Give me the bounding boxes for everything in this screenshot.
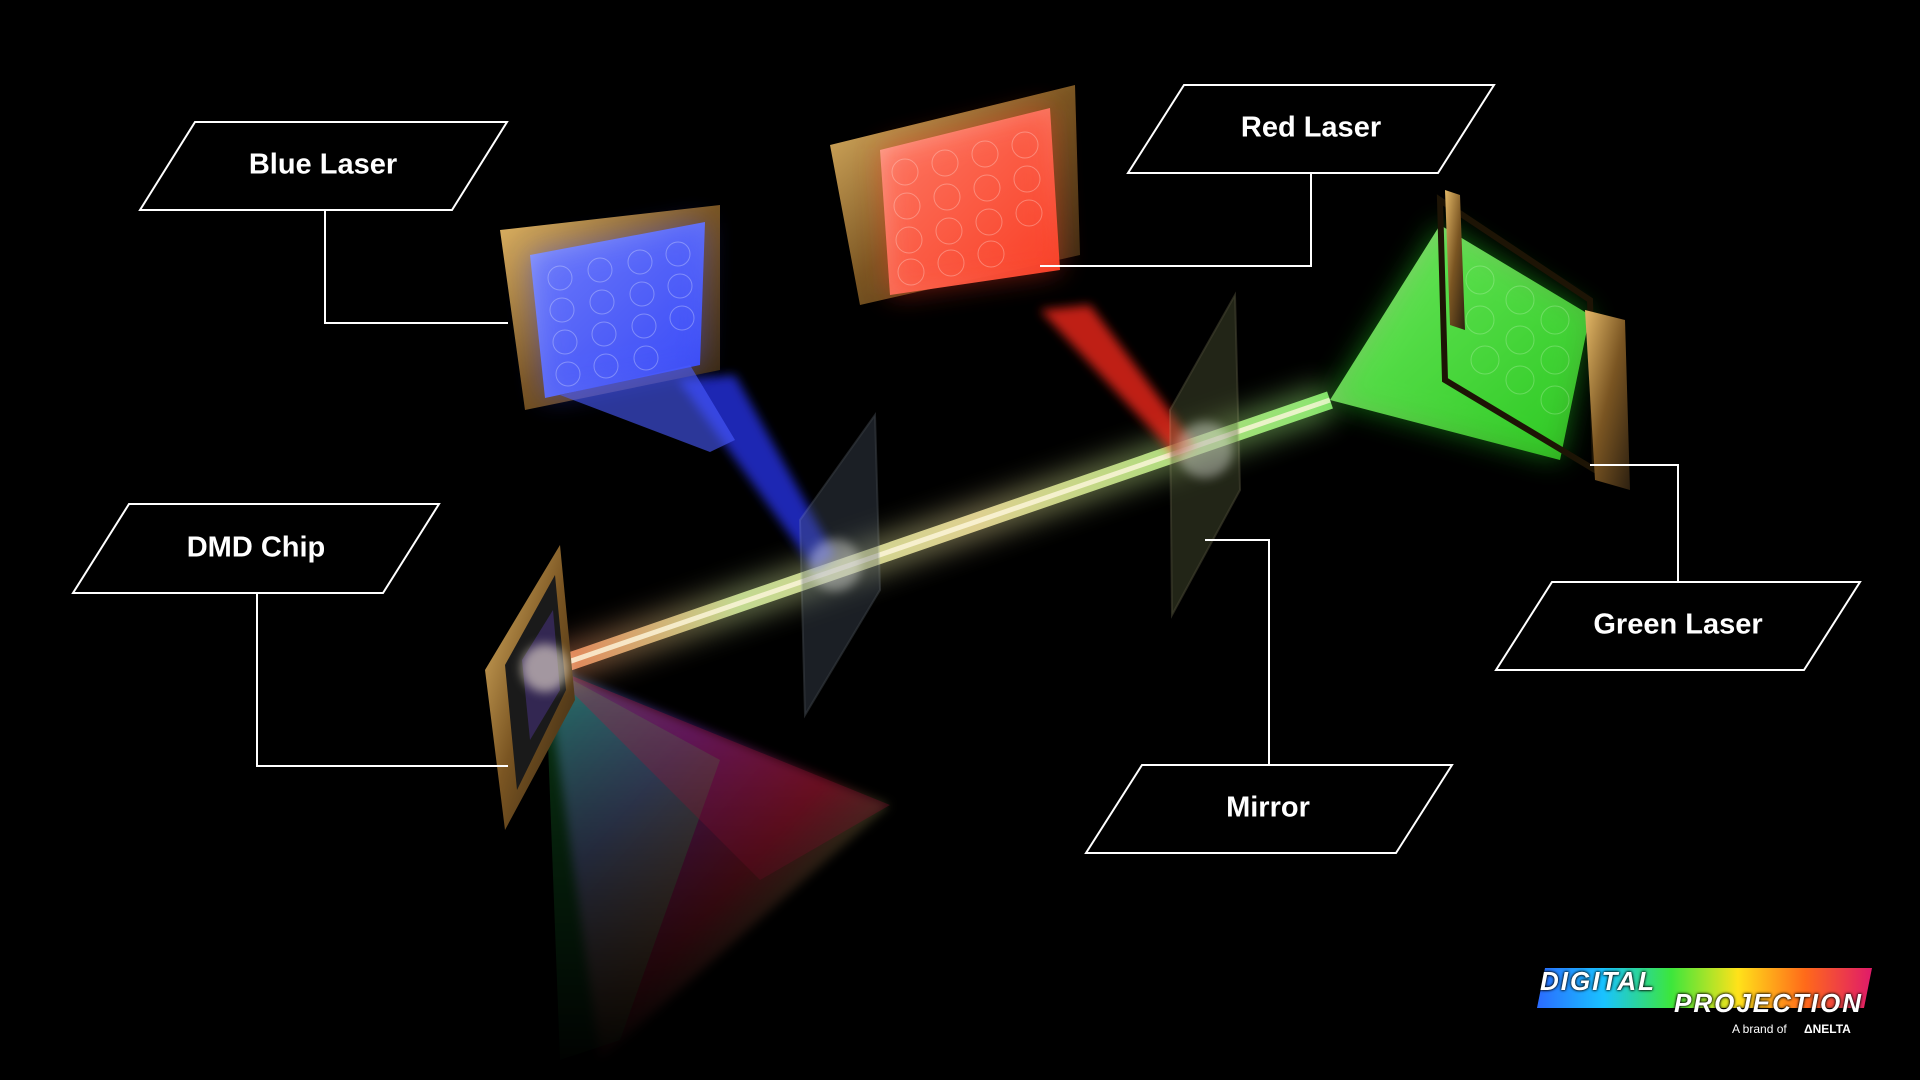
blue-laser xyxy=(500,205,835,570)
leader-lines xyxy=(256,173,1679,767)
red-laser-lens-grid xyxy=(891,131,1043,286)
label-mirror-text: Mirror xyxy=(1226,792,1310,824)
label-green-laser-text: Green Laser xyxy=(1593,609,1762,641)
mirror-right xyxy=(1168,291,1242,619)
logo-word-projection: PROJECTION xyxy=(1674,988,1864,1018)
green-laser-lens-grid xyxy=(1465,265,1570,415)
logo-tagline: A brand of xyxy=(1732,1022,1787,1036)
label-blue-laser: Blue Laser xyxy=(138,121,509,211)
mirror-left xyxy=(798,411,882,719)
dmd-chip xyxy=(485,545,575,830)
digital-projection-logo: DIGITAL PROJECTION A brand of ΔNELTA xyxy=(1532,960,1877,1040)
label-red-laser: Red Laser xyxy=(1126,84,1496,174)
leader-blue-laser xyxy=(324,210,508,324)
label-mirror: Mirror xyxy=(1084,764,1454,854)
leader-red-laser xyxy=(1040,173,1312,267)
logo-word-digital: DIGITAL xyxy=(1540,966,1657,996)
delta-logo: ΔNELTA xyxy=(1804,1022,1851,1036)
leader-dmd-chip xyxy=(256,593,508,767)
label-dmd-chip: DMD Chip xyxy=(71,503,441,594)
label-blue-laser-text: Blue Laser xyxy=(249,149,397,181)
red-laser xyxy=(830,85,1195,458)
leader-green-laser xyxy=(1590,464,1679,582)
label-green-laser: Green Laser xyxy=(1494,581,1862,671)
dmd-output-cone xyxy=(545,665,890,1060)
leader-mirror xyxy=(1205,539,1270,765)
blue-laser-lens-grid xyxy=(547,241,695,387)
logo-stripe xyxy=(1537,968,1872,1008)
label-red-laser-text: Red Laser xyxy=(1241,112,1381,144)
label-dmd-chip-text: DMD Chip xyxy=(187,532,326,564)
green-laser xyxy=(1330,190,1630,490)
